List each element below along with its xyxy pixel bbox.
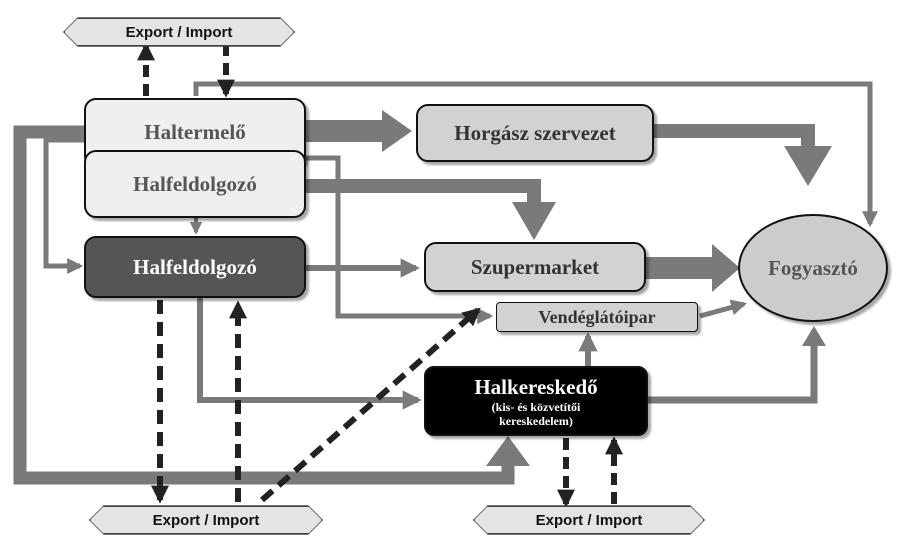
export-import-top: Export / Import: [64, 18, 294, 46]
arrow-outer-loop: [13, 125, 515, 485]
arrow-producer-angler-head: [382, 110, 412, 152]
arrow-angler-consumer: [654, 124, 815, 150]
arrow-angler-consumer-head: [784, 146, 832, 186]
node-consumer-label: Fogyasztó: [768, 255, 858, 280]
arrow-to-dark-processor: [43, 137, 86, 275]
node-angler-organization-label: Horgász szervezet: [454, 120, 616, 145]
export-import-bottom-right: Export / Import: [474, 506, 704, 534]
arrow-producer-catering: [306, 155, 494, 325]
node-fish-producer-label: Haltermelő: [144, 120, 246, 144]
node-fish-trader: Halkereskedő (kis- és közvetítői kereske…: [424, 366, 648, 436]
node-supermarket-label: Szupermarket: [470, 254, 600, 279]
node-fish-processor-dark-label: Halfeldolgozó: [133, 254, 257, 279]
arrow-producer-angler-shaft: [306, 120, 384, 142]
node-fish-processor-light-label: Halfeldolgozó: [133, 171, 257, 196]
arrow-outer-loop-head: [486, 436, 530, 466]
arrow-supermarket-consumer-head: [712, 244, 740, 292]
node-angler-organization: Horgász szervezet: [416, 104, 654, 162]
arrow-catering-consumer: [699, 299, 748, 319]
node-fish-trader-sub2: kereskedelem): [499, 413, 573, 428]
node-fish-processor-dark: Halfeldolgozó: [84, 236, 306, 298]
node-fish-processor-light: Halfeldolgozó: [84, 150, 306, 218]
arrow-producer-consumer-top: [193, 81, 879, 228]
node-fish-trader-sub1: (kis- és közvetítői: [491, 399, 581, 414]
node-consumer: Fogyasztó: [738, 214, 888, 322]
dashed-import-to-catering: [260, 307, 481, 503]
arrow-trader-consumer-head: [802, 326, 826, 346]
arrow-trader-consumer: [648, 344, 818, 404]
export-import-bottom-left: Export / Import: [90, 506, 322, 534]
node-supermarket: Szupermarket: [424, 242, 646, 292]
arrow-dark-trader: [197, 298, 422, 410]
node-catering-label: Vendéglátóipar: [538, 306, 656, 327]
arrow-supermarket-consumer-shaft: [646, 257, 716, 279]
node-catering: Vendéglátóipar: [496, 302, 698, 332]
arrow-processor-supermarket-head: [512, 202, 556, 240]
arrow-processor-supermarket: [306, 179, 541, 206]
node-fish-trader-label: Halkereskedő: [474, 374, 598, 399]
